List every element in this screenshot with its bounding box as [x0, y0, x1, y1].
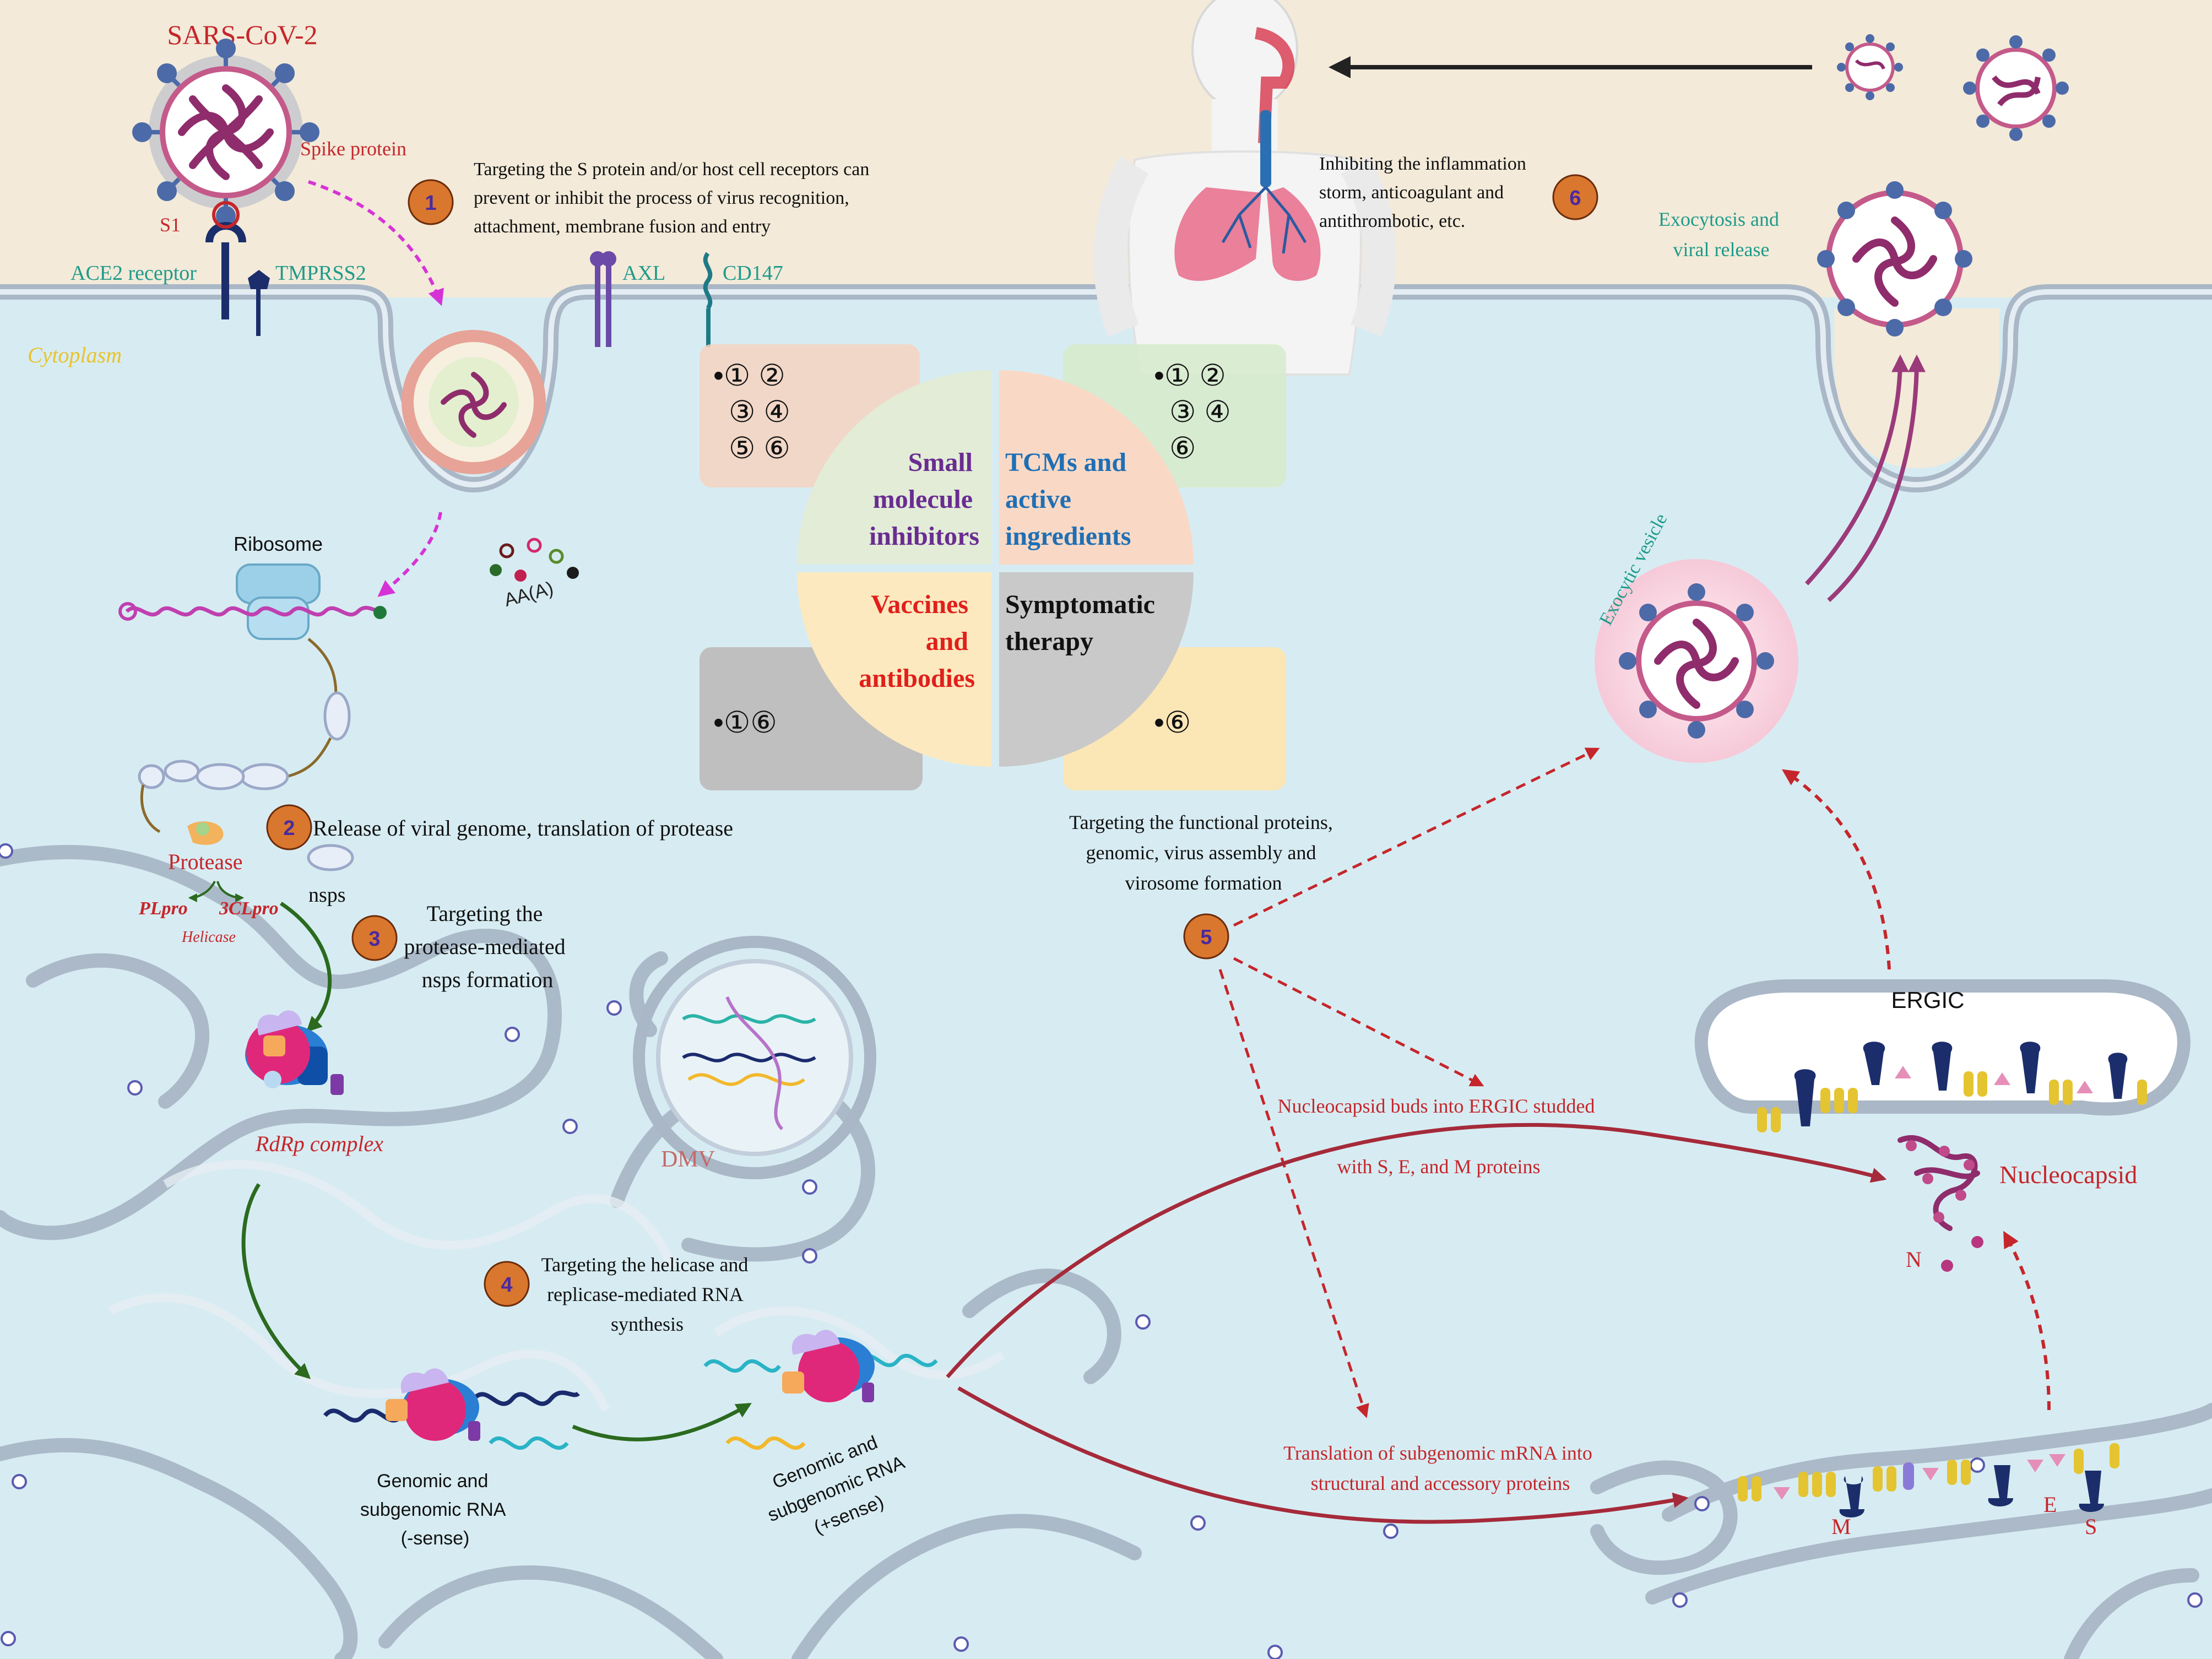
step-6-text: Inhibiting the inflammation storm, antic…: [1319, 154, 1531, 231]
step-4-number: 4: [501, 1273, 512, 1297]
release-arrow-1: [1805, 354, 1909, 585]
budding-arrow: [946, 1123, 1887, 1379]
axl-label: AXL: [622, 262, 665, 285]
protease-shape: [187, 821, 224, 845]
nucleocapsid-buds-text: Nucleocapsid buds into ERGIC studded wit…: [1278, 1095, 1600, 1178]
rdrp-label: RdRp complex: [255, 1131, 383, 1156]
quadrant-tcm: [999, 370, 1194, 565]
endoplasmic-reticulum: [0, 845, 2212, 1659]
large-virion-icon: [1963, 35, 2069, 141]
cd147-label: CD147: [723, 262, 783, 285]
vesicle-virion: [1619, 583, 1774, 739]
step-5-number: 5: [1200, 926, 1212, 949]
er-faded-loops: [108, 1160, 1005, 1412]
rdrp-to-rna-arrow: [241, 1183, 311, 1379]
step-1-text: Targeting the S protein and/or host cell…: [474, 159, 874, 237]
n-protein-dots: [1941, 1236, 1983, 1272]
m-protein-label: M: [1831, 1514, 1851, 1539]
ace2-receptor-shape: [205, 201, 246, 319]
tmprss2-label: TMPRSS2: [275, 262, 366, 285]
step-6-number: 6: [1569, 187, 1581, 210]
spike-protein-label: Spike protein: [300, 138, 406, 160]
quadrant-symptomatic: [999, 572, 1194, 767]
endocytic-vesicle: [402, 330, 546, 474]
translation-arrow: [957, 1386, 1689, 1524]
nucleocapsid-label: Nucleocapsid: [1999, 1161, 2137, 1189]
s-protein-label: S: [2085, 1514, 2097, 1539]
step-1-number: 1: [425, 192, 436, 215]
step-4-text: Targeting the helicase and replicase-med…: [541, 1254, 753, 1335]
quadrant-pie: [797, 370, 1194, 767]
quadrant-tcm-label: TCMs and active ingredients: [1005, 448, 1133, 551]
ergic-label: ERGIC: [1891, 987, 1964, 1013]
step-1-badge: [408, 179, 454, 225]
protease-label: Protease: [168, 849, 243, 874]
virus-name: SARS-CoV-2: [167, 19, 317, 50]
cd147-receptor-shape: [703, 252, 713, 347]
translation-text: Translation of subgenomic mRNA into stru…: [1283, 1442, 1597, 1494]
quadrant-small-molecule-label: Small molecule inhibitors: [869, 448, 979, 551]
human-body-figure: [1093, 0, 1396, 376]
step-4-badge: [484, 1261, 530, 1307]
helicase-label: Helicase: [181, 929, 236, 946]
ace2-receptor-label: ACE2 receptor: [71, 262, 197, 285]
nucleocapsid-shape: [1897, 1135, 1980, 1231]
nsps-label: nsps: [308, 883, 346, 907]
ergic-to-vesicle-arrow: [1782, 769, 1891, 970]
cytoplasm-label: Cytoplasm: [28, 343, 122, 367]
tmprss2-shape: [248, 270, 270, 336]
quadrant-vaccine: [797, 572, 991, 767]
step-3-badge: [351, 915, 398, 961]
nsps-to-rdrp-arrow: [280, 902, 332, 1032]
s1-label: S1: [160, 214, 181, 236]
step-3-text: Targeting the protease-mediated nsps for…: [404, 901, 571, 992]
er-structural-proteins: [1738, 1443, 2119, 1517]
step-2-text: Release of viral genome, translation of …: [313, 816, 733, 841]
sars-cov-2-virion: [132, 39, 319, 226]
release-arrow-2: [1827, 354, 1926, 602]
rna-minus-label: Genomic and subgenomic RNA (-sense): [360, 1471, 510, 1549]
card-vaccine: •①⑥: [713, 706, 777, 739]
step-2-badge: [266, 804, 312, 850]
step-6-badge: [1552, 174, 1598, 220]
rdrp-complex-shape: [245, 1010, 344, 1095]
entry-arrow: [308, 180, 444, 306]
rna-minus-complex: [323, 1368, 580, 1450]
minus-to-plus-arrow: [572, 1402, 752, 1441]
dmv-label: DMV: [661, 1147, 715, 1172]
cytoplasm-dots: [0, 843, 2203, 1659]
amino-acids: [490, 538, 579, 582]
ribosome-label: Ribosome: [234, 533, 323, 555]
quadrant-vaccine-label: Vaccines and antibodies: [859, 590, 975, 693]
polyprotein-chain: [138, 638, 354, 871]
double-membrane-vesicle: [633, 936, 876, 1179]
card-symptomatic: •⑥: [1154, 706, 1191, 739]
step-5-badge: [1183, 913, 1229, 959]
n-to-nucleocapsid-arrow: [2003, 1230, 2051, 1411]
plpro-label: PLpro: [138, 898, 188, 919]
step-5-text: Targeting the functional proteins, genom…: [1069, 811, 1338, 894]
3clpro-label: 3CLpro: [219, 898, 279, 919]
exocytosis-label: Exocytosis and viral release: [1658, 208, 1784, 261]
ergic-proteins: [1757, 1042, 2147, 1132]
released-virion: [1817, 181, 1972, 337]
ribosome-shape: [236, 563, 321, 640]
e-protein-label: E: [2043, 1492, 2057, 1517]
small-virion-icon: [1837, 34, 1903, 100]
axl-receptor-shape: [590, 251, 616, 347]
rna-plus-complex: [703, 1330, 938, 1450]
quadrant-symptomatic-label: Symptomatic therapy: [1005, 590, 1162, 656]
quadrant-small-molecule: [797, 370, 991, 565]
step-2-number: 2: [283, 817, 295, 840]
n-protein-label: N: [1906, 1247, 1922, 1272]
step-3-number: 3: [368, 928, 380, 951]
step-5-dashed-arrows: [1218, 747, 1600, 1418]
mrna-strand: [125, 605, 381, 617]
